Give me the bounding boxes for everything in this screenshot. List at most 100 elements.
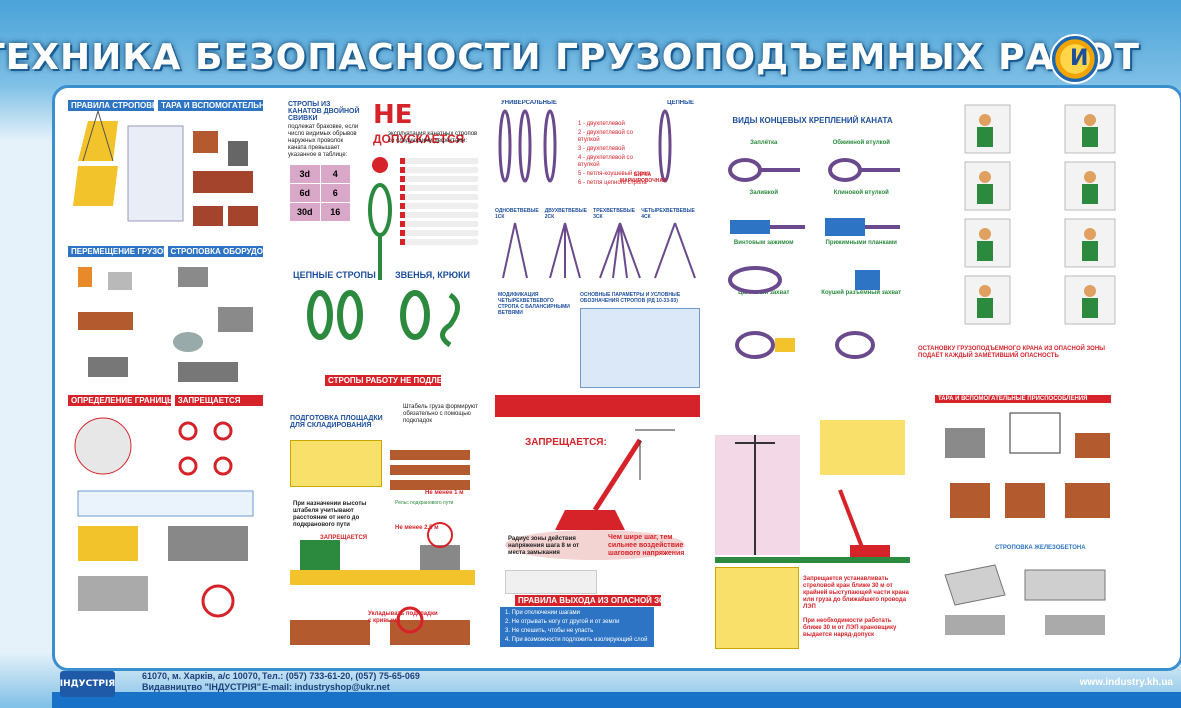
warning-subtext: эксплуатация канатных стропов со следующ…: [388, 131, 478, 144]
panel-power-line: Запрещается устанавливать стреловой кран…: [715, 395, 910, 653]
forbidden-label: ЗАПРЕЩАЕТСЯ: [320, 535, 368, 541]
panel-text: При назначении высоты штабеля учитывают …: [293, 501, 367, 528]
rail-distance-diagram: [290, 522, 475, 585]
panel-strapping-rules: ПРАВИЛА СТРОПОВКИ ТАРА И ВСПОМОГАТЕЛЬНЫЕ…: [68, 100, 263, 390]
distance-label: Не менее 1 м: [425, 490, 464, 496]
pads-diagram: [290, 606, 470, 645]
slings-banner: СТРОПЫ РАБОТУ НЕ ПОДЛЕЖАТ!: [325, 375, 441, 386]
website-link[interactable]: www.industry.kh.ua: [1079, 677, 1173, 688]
warning-heading: ДОПУСКАЕТСЯ: [373, 132, 465, 146]
panel-storage-area: ПОДГОТОВКА ПЛОЩАДКИ ДЛЯ СКЛАДИРОВАНИЯ Шт…: [285, 395, 480, 653]
universal-slings-diagram: [498, 109, 672, 183]
tag-label: БИРКА МАРКИРОВОЧНАЯ: [620, 172, 667, 184]
panel-danger-zone: ОПРЕДЕЛЕНИЕ ГРАНИЦЫ ОПАСНОЙ ЗОНЫ ЗАПРЕЩА…: [68, 395, 263, 653]
list-item: 1. При отключении шагами: [505, 610, 581, 616]
containers-diagram: [945, 412, 1110, 518]
publisher-contacts: Тел.: (057) 733-61-20, (057) 75-65-069 E…: [262, 671, 420, 693]
crane-signals-diagram: [964, 104, 1116, 325]
publisher-logo-icon: И: [1050, 34, 1100, 84]
fastening-label: Коушей разъёмный захват: [821, 290, 902, 296]
rules-box: [290, 440, 382, 487]
panel-heading: ПЕРЕМЕЩЕНИЕ ГРУЗОВ С ПОМОЩЬЮ СТРОПОВ: [68, 246, 164, 257]
stack-diagram: [390, 450, 470, 490]
list-item: 2. Не отрывать ногу от другой и от земли: [505, 619, 620, 625]
list-item: 3 - двухпетлевой: [578, 146, 625, 152]
panel-rope-defects: СТРОПЫ ИЗ КАНАТОВ ДВОЙНОЙ СВИВКИ подлежа…: [285, 100, 480, 390]
fastening-label: Заплётка: [750, 140, 778, 146]
exit-rules-heading: ПРАВИЛА ВЫХОДА ИЗ ОПАСНОЙ ЗОНЫ: [515, 595, 661, 606]
list-item: 4. При возможности подложить изолирующий…: [505, 637, 648, 643]
page-title: ТЕХНИКА БЕЗОПАСНОСТИ ГРУЗОПОДЪЕМНЫХ РАБО…: [0, 36, 1140, 78]
panel-heading: ЗАПРЕЩАЕТСЯ: [174, 395, 263, 406]
panel-step-voltage: ЗАПРЕЩАЕТСЯ: Радиус зоны действия напряж…: [495, 395, 700, 653]
chain-links-diagram: [307, 290, 460, 348]
footer-stripe: [52, 692, 1181, 708]
panel-heading: ТАРА И ВСПОМОГАТЕЛЬНЫЕ ПРИСПОСОБЛЕНИЯ: [158, 100, 263, 111]
panel-heading: ВИДЫ КОНЦЕВЫХ КРЕПЛЕНИЙ КАНАТА: [732, 116, 893, 125]
publisher-brand: ІНДУСТРІЯ: [60, 671, 115, 697]
distance-rule: Запрещается устанавливать стреловой кран…: [803, 576, 909, 610]
address-line: 61070, м. Харків, а/с 10070,: [142, 671, 261, 681]
forbidden-heading: ЗАПРЕЩАЕТСЯ:: [525, 437, 607, 448]
rope-eye-icon: [368, 157, 392, 280]
rope-ends-diagram: [728, 158, 900, 359]
panel-heading: ПРАВИЛА СТРОПОВКИ: [68, 100, 155, 111]
panel-heading: ТАРА И ВСПОМОГАТЕЛЬНЫЕ ПРИСПОСОБЛЕНИЯ: [935, 395, 1111, 403]
table-cell: 6d: [290, 184, 320, 202]
panel-rope-end-fastenings: ВИДЫ КОНЦЕВЫХ КРЕПЛЕНИЙ КАНАТА Заплётка …: [715, 100, 910, 390]
list-item: 2 - двухпетлевой со втулкой: [578, 130, 633, 143]
exit-rules-list: 1. При отключении шагами 2. Не отрывать …: [500, 607, 654, 647]
fastening-label: Клиновой втулкой: [833, 190, 889, 196]
list-item: 5 - петля-коушевый строп: [578, 171, 650, 177]
table-cell: 6: [320, 184, 350, 202]
permit-rule: При необходимости работать ближе 30 м от…: [803, 618, 897, 638]
table-cell: 4: [320, 165, 350, 183]
chain-heading: ЦЕПНЫЕ: [667, 100, 694, 106]
phone-line: Тел.: (057) 733-61-20, (057) 75-65-069: [262, 671, 420, 681]
list-item: 4 - двухпетлевой со втулкой: [578, 155, 633, 168]
power-line-crane-diagram: [715, 420, 910, 563]
email-line: E-mail: industryshop@ukr.net: [262, 682, 390, 692]
modification-heading: МОДИФИКАЦИЯ ЧЕТЫРЕХВЕТВЕВОГО СТРОПА С БА…: [498, 292, 570, 316]
publisher-address: 61070, м. Харків, а/с 10070, Видавництво…: [142, 671, 261, 693]
radius-note: Радиус зоны действия напряжения шага 8 м…: [508, 536, 580, 556]
panel-heading: СТРОПЫ ИЗ КАНАТОВ ДВОЙНОЙ СВИВКИ: [288, 101, 360, 122]
equipment-strapping-diagram: [78, 267, 253, 382]
crane-power-line-diagram: [505, 429, 685, 560]
panel-containers: ТАРА И ВСПОМОГАТЕЛЬНЫЕ ПРИСПОСОБЛЕНИЯ СТ…: [935, 395, 1120, 653]
links-hooks-heading: ЗВЕНЬЯ, КРЮКИ: [395, 270, 470, 280]
table-cell: 30d: [290, 203, 320, 221]
fastening-label: Заливкой: [749, 190, 779, 196]
warning-ne: НЕ: [373, 100, 413, 130]
panel-crane-signals: ОСТАНОВКУ ГРУЗОПОДЪЕМНОГО КРАНА ИЗ ОПАСН…: [915, 100, 1120, 390]
step-note: Чем шире шаг, тем сильнее воздействие ша…: [608, 534, 685, 557]
panel-sling-types: УНИВЕРСАЛЬНЫЕ ЦЕПНЫЕ 1 - двухпетлевой 2 …: [495, 100, 700, 390]
leg-label: ДВУХВЕТВЕВЫЕ 2СК: [544, 208, 587, 220]
list-item: 3. Не спешить, чтобы не упасть: [505, 628, 594, 634]
fastening-label: Прижимными планками: [825, 240, 897, 246]
info-box: [505, 570, 597, 594]
panel-heading: СТРОПОВКА ОБОРУДОВАНИЯ: [167, 246, 263, 257]
concrete-strapping-diagram: [944, 564, 1106, 635]
header-bar: [495, 395, 700, 417]
footer: ІНДУСТРІЯ 61070, м. Харків, а/с 10070, В…: [52, 665, 1181, 708]
parameters-table: [580, 308, 700, 388]
table-cell: 16: [320, 203, 350, 221]
leg-label: ТРЕХВЕТВЕВЫЕ 3СК: [593, 208, 636, 220]
panel-heading: ОПРЕДЕЛЕНИЕ ГРАНИЦЫ ОПАСНОЙ ЗОНЫ: [68, 395, 171, 406]
distance-label: Не менее 2,5 м: [395, 525, 439, 531]
fastening-label: Обжимной втулкой: [832, 140, 890, 146]
rail-label: Рельс подкранового пути: [395, 500, 454, 506]
parameters-heading: ОСНОВНЫЕ ПАРАМЕТРЫ И УСЛОВНЫЕ ОБОЗНАЧЕНИ…: [580, 292, 681, 304]
panel-heading: ПОДГОТОВКА ПЛОЩАДКИ ДЛЯ СКЛАДИРОВАНИЯ: [290, 415, 383, 429]
list-item: 1 - двухпетлевой: [578, 121, 625, 127]
address-line: Видавництво "ІНДУСТРІЯ": [142, 682, 262, 692]
strapping-diagram: [73, 110, 258, 226]
concrete-heading: СТРОПОВКА ЖЕЛЕЗОБЕТОНА: [995, 545, 1086, 551]
danger-zone-diagram: [74, 417, 254, 618]
fastening-label: Винтовым зажимом: [733, 240, 794, 246]
universal-heading: УНИВЕРСАЛЬНЫЕ: [501, 100, 557, 106]
leg-label: ЧЕТЫРЕХВЕТВЕВЫЕ 4СК: [641, 208, 695, 220]
distance-table: [715, 567, 799, 649]
leg-label: ОДНОВЕТВЕВЫЕ 1СК: [495, 208, 539, 220]
